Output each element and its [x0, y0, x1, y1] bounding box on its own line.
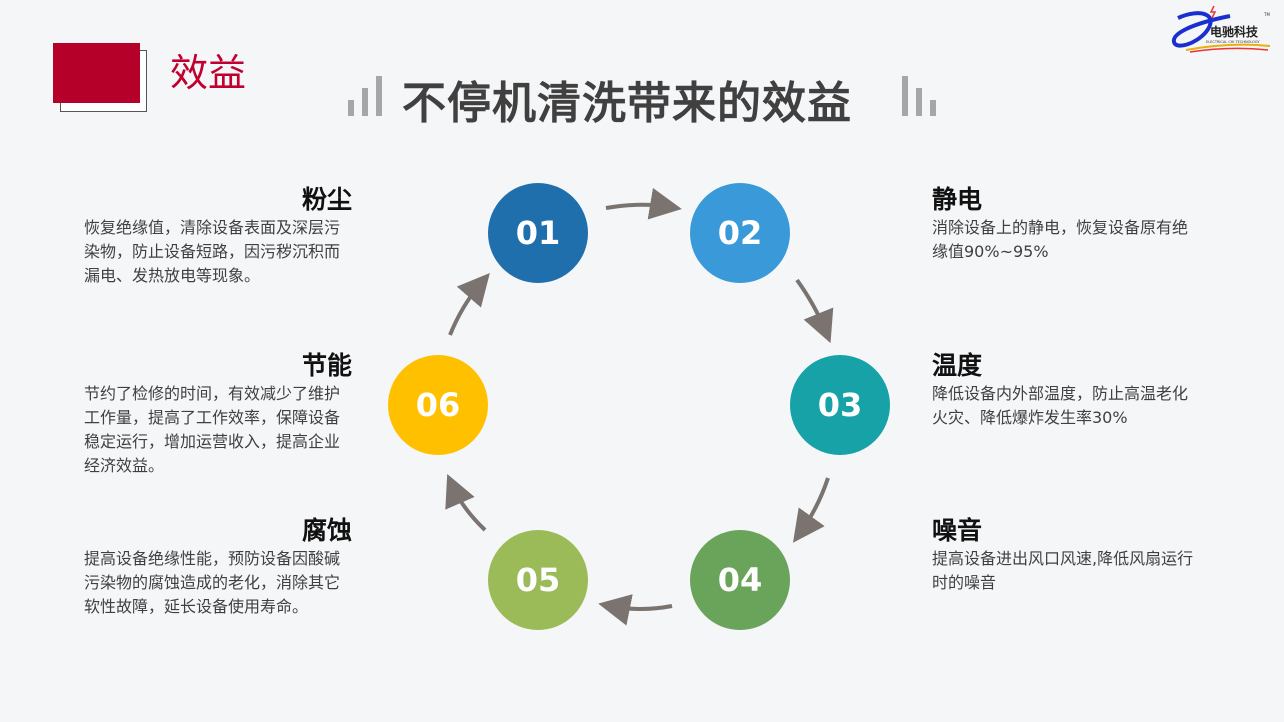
svg-text:TM: TM	[1263, 12, 1270, 17]
title-deco-bar	[376, 76, 382, 116]
title-deco-bar	[902, 76, 908, 116]
benefit-text: 提高设备绝缘性能，预防设备因酸碱污染物的腐蚀造成的老化，消除其它软性故障，延长设…	[84, 549, 341, 616]
arrow-05-06	[445, 473, 487, 532]
step-circle-02: 02	[690, 183, 790, 283]
step-circle-06: 06	[388, 355, 488, 455]
benefit-text: 节约了检修的时间，有效减少了维护工作量，提高了工作效率，保障设备稳定运行，增加运…	[84, 384, 341, 475]
benefit-title: 粉尘	[301, 185, 352, 214]
section-title: 效益	[170, 51, 247, 95]
benefit-energy: 节能 节约了检修的时间，有效减少了维护工作量，提高了工作效率，保障设备稳定运行，…	[84, 350, 352, 478]
benefit-corrosion: 腐蚀 提高设备绝缘性能，预防设备因酸碱污染物的腐蚀造成的老化，消除其它软性故障，…	[84, 515, 352, 619]
page-title: 不停机清洗带来的效益	[402, 78, 852, 129]
benefit-static: 静电 消除设备上的静电，恢复设备原有绝缘值90%~95%	[932, 184, 1202, 264]
benefit-noise: 噪音 提高设备进出风口风速,降低风扇运行时的噪音	[932, 515, 1202, 595]
title-deco-bar	[930, 100, 936, 116]
benefit-temperature: 温度 降低设备内外部温度，防止高温老化火灾、降低爆炸发生率30%	[932, 350, 1202, 430]
arrow-01-02	[605, 187, 682, 220]
arrow-03-04	[792, 477, 830, 543]
step-circle-04: 04	[690, 530, 790, 630]
benefit-title: 温度	[932, 351, 983, 380]
benefit-text: 恢复绝缘值，清除设备表面及深层污染物，防止设备短路，因污秽沉积而漏电、发热放电等…	[84, 218, 341, 285]
arrow-06-01	[448, 272, 490, 336]
benefit-title: 噪音	[932, 516, 983, 545]
arrow-02-03	[795, 278, 834, 344]
benefit-title: 静电	[932, 185, 983, 214]
step-circle-05: 05	[488, 530, 588, 630]
logo-text: 电驰科技	[1210, 24, 1259, 39]
title-deco-bar	[362, 88, 368, 116]
benefit-text: 提高设备进出风口风速,降低风扇运行时的噪音	[932, 549, 1194, 592]
step-circle-03: 03	[790, 355, 890, 455]
step-circle-01: 01	[488, 183, 588, 283]
benefit-text: 消除设备上的静电，恢复设备原有绝缘值90%~95%	[932, 218, 1189, 261]
benefit-title: 节能	[301, 351, 352, 380]
benefit-text: 降低设备内外部温度，防止高温老化火灾、降低爆炸发生率30%	[932, 384, 1189, 427]
company-logo: 电驰科技 ELECTRICAL CHI TECHNOLOGY TM	[1170, 4, 1274, 56]
title-deco-bar	[916, 88, 922, 116]
arrow-04-05	[598, 594, 673, 626]
benefit-title: 腐蚀	[301, 516, 352, 545]
section-marker	[53, 43, 140, 103]
title-deco-bar	[348, 100, 354, 116]
benefit-dust: 粉尘 恢复绝缘值，清除设备表面及深层污染物，防止设备短路，因污秽沉积而漏电、发热…	[84, 184, 352, 288]
svg-text:ELECTRICAL CHI TECHNOLOGY: ELECTRICAL CHI TECHNOLOGY	[1206, 40, 1260, 44]
